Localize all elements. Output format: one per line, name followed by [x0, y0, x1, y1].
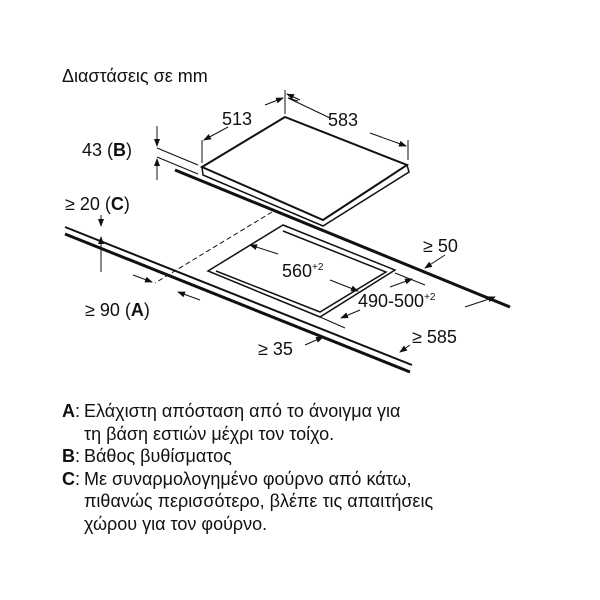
diagram-title: Διαστάσεις σε mm	[62, 66, 208, 86]
dimension-labels: 513 583 43 (B) ≥ 20 (C) ≥ 90 (A) 560+2 4…	[65, 109, 458, 359]
dimension-lines	[98, 90, 496, 353]
legend-key: A	[62, 401, 75, 421]
label-hob-height: 43 (B)	[82, 140, 132, 160]
legend-text: Βάθος βυθίσματος	[84, 446, 232, 466]
legend-text: Ελάχιστη απόσταση από το άνοιγμα για	[84, 401, 401, 421]
worktop-front-edge	[64, 226, 413, 374]
legend-text: πιθανώς περισσότερο, βλέπε τις απαιτήσει…	[84, 491, 434, 511]
legend-item-b: B: Βάθος βυθίσματος	[62, 446, 232, 466]
legend-item-c: C: Με συναρμολογημένο φούρνο από κάτω,πι…	[62, 468, 434, 534]
center-dashed-line	[154, 211, 273, 284]
label-front-gap: ≥ 90 (A)	[85, 300, 150, 320]
label-worktop-depth: ≥ 585	[412, 327, 457, 347]
legend-key: C	[62, 468, 75, 489]
label-hob-depth: 513	[222, 109, 252, 129]
legend-text: τη βάση εστιών μέχρι τον τοίχο.	[84, 423, 335, 444]
legend-key: B	[62, 446, 75, 466]
label-cutout-width: 560+2	[282, 261, 324, 281]
label-cutout-depth: 490-500+2	[358, 291, 436, 311]
legend-text: χώρου για τον φούρνο.	[84, 513, 268, 534]
label-side-gap: ≥ 50	[423, 236, 458, 256]
legend-text: Με συναρμολογημένο φούρνο από κάτω,	[84, 468, 412, 489]
label-front-edge: ≥ 35	[258, 339, 293, 359]
hob	[199, 115, 410, 227]
label-wall-gap: ≥ 20 (C)	[65, 194, 130, 214]
label-hob-width: 583	[328, 110, 358, 130]
worktop-back-edge	[174, 168, 511, 309]
